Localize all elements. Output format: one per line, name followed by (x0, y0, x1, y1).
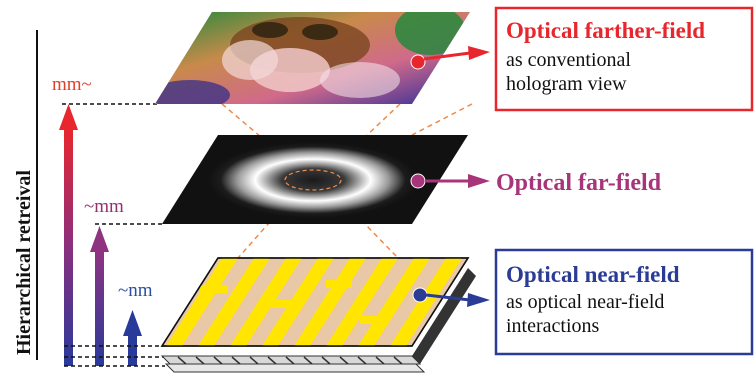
arrow-tilde-mm (90, 226, 109, 366)
scale-label-tilde-mm: ~mm (84, 196, 124, 217)
box-optical-near-field: Optical near-field as optical near-field… (494, 248, 754, 356)
hologram-image-plate (155, 12, 470, 104)
box-optical-farther-field: Optical farther-field as conventional ho… (494, 6, 754, 112)
scale-label-mm-tilde: mm~ (52, 74, 92, 95)
far-field-plate (162, 135, 468, 224)
box-farther-line2: hologram view (506, 73, 627, 95)
label-optical-far-field: Optical far-field (496, 170, 662, 196)
box-near-line2: interactions (506, 315, 600, 337)
connector-far (410, 173, 490, 189)
side-label: Hierarchical retreival (13, 170, 35, 355)
box-near-line1: as optical near-field (506, 291, 664, 313)
box-farther-title: Optical farther-field (506, 18, 705, 43)
connector-farther (410, 46, 490, 70)
scale-label-tilde-nm: ~nm (118, 280, 153, 301)
connector-near (412, 287, 490, 307)
arrow-mm-tilde (59, 104, 78, 366)
near-field-plate (160, 257, 476, 373)
arrow-tilde-nm (123, 310, 142, 366)
box-farther-line1: as conventional (506, 49, 631, 71)
box-near-title: Optical near-field (506, 262, 680, 287)
